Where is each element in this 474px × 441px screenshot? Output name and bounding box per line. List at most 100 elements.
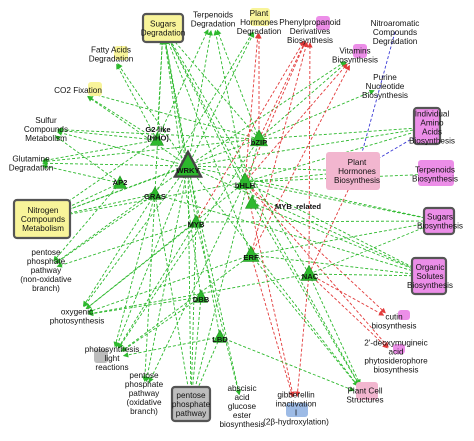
tf-node-dbb[interactable]: DBB — [193, 289, 210, 304]
edge-myb-to-lightreac — [117, 221, 197, 349]
tf-node-myb[interactable]: MYB — [188, 214, 205, 229]
tf-label-bzip: bZIP — [251, 138, 267, 147]
pathway-tile-lightreac — [94, 349, 108, 363]
edge-erf-to-phenyl — [250, 41, 309, 256]
edge-bhlh-to-organic — [244, 181, 421, 271]
tf-node-bzip[interactable]: bZIP — [250, 129, 268, 147]
edge-dbb-to-ppp — [189, 296, 202, 393]
pathway-tile-plantcell — [356, 382, 378, 400]
tf-label-erf: ERF — [243, 253, 259, 262]
pathway-label-co2: CO2 Fixation — [54, 86, 102, 95]
triangle-icon — [113, 175, 127, 189]
edge-myb-to-sugbio — [195, 218, 429, 224]
tf-node-gras[interactable]: GRAS — [144, 186, 166, 201]
edge-myb-to-ppp_nonox — [56, 221, 197, 268]
tf-label-mybrel: MYB_related — [275, 202, 321, 211]
triangle-large-icon — [173, 149, 203, 178]
pathway-tile-organic — [410, 256, 448, 296]
edge-wrky-to-sulfur — [56, 130, 189, 167]
edge-erf-to-organic — [250, 254, 419, 277]
edge-bzip-to-terpdeg — [216, 29, 260, 140]
tf-node-nac[interactable]: NAC — [300, 264, 319, 281]
edge-wrky-to-organic — [187, 165, 420, 272]
tf-node-g2[interactable]: G2-like(HHO) — [145, 125, 171, 146]
edge-lbd-to-sugdeg — [163, 38, 221, 338]
edge-mybrel-to-organic — [251, 202, 420, 273]
edge-wrky-to-abscisic — [187, 165, 242, 396]
tf-node-erf[interactable]: ERF — [242, 245, 260, 262]
tf-node-lbd[interactable]: LBD — [212, 329, 228, 344]
pathway-tile-aminoacids — [412, 106, 442, 146]
edge-bzip-to-glutamine — [42, 138, 260, 164]
pathway-tile-co2 — [88, 82, 102, 96]
edge-bhlh-to-gibber — [244, 181, 296, 398]
edge-wrky-to-phbio — [187, 165, 346, 174]
edge-bzip-to-aminoacids — [258, 125, 421, 140]
edge-lbd-to-plantcell — [219, 336, 355, 392]
edge-myb-to-ppp — [188, 221, 197, 393]
edge-bhlh-to-sugbio — [244, 181, 430, 221]
edge-erf-to-gibber — [250, 254, 294, 398]
edge-nac-to-sugdeg — [168, 37, 310, 275]
tf-node-ap2[interactable]: AP2 — [113, 175, 128, 189]
edge-bzip-to-sugdeg — [170, 36, 260, 140]
edge-bhlh-to-deoxymug — [244, 181, 389, 348]
edge-gras-to-phdeg — [154, 31, 254, 195]
tf-node-wrky[interactable]: WRKY — [173, 149, 203, 178]
triangle-icon — [150, 132, 164, 146]
pathway-tile-phdeg — [250, 8, 270, 26]
edge-nitroaro-to-phbio — [358, 31, 396, 161]
edge-ap2-to-glutamine — [41, 163, 121, 184]
edge-nac-to-cutin — [308, 273, 385, 316]
pathway-tile-terpbio — [418, 160, 454, 186]
edge-gras-to-nitrogen — [53, 193, 156, 219]
tf-node-mybrel[interactable]: MYB_related — [245, 195, 322, 211]
pathway-tile-phbio — [326, 152, 380, 190]
tf-node-bhlh[interactable]: bHLH — [235, 172, 255, 190]
pathway-node-co2[interactable]: CO2 Fixation — [54, 82, 102, 96]
edge-dbb-to-sugdeg — [162, 38, 202, 298]
tf-label-gras: GRAS — [144, 192, 166, 201]
edge-wrky-to-co2 — [87, 96, 189, 167]
edge-gras-to-ppp_ox — [142, 193, 156, 382]
edge-nac-to-phenyl — [307, 42, 313, 275]
edge-g2-to-sulfur — [57, 127, 158, 141]
